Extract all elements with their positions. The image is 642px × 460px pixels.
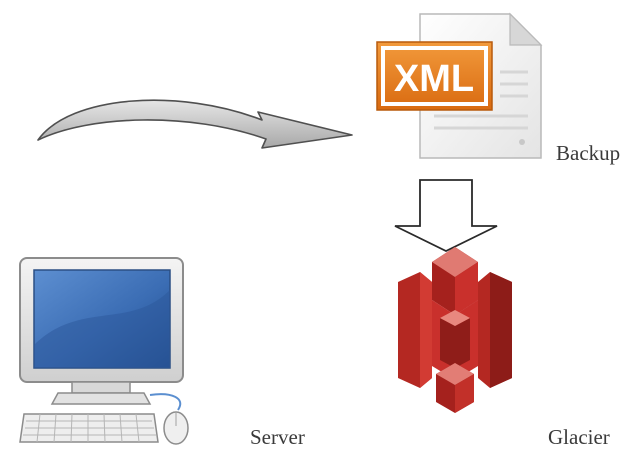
xml-document-icon: XML bbox=[376, 12, 543, 159]
backup-label: Backup bbox=[556, 141, 621, 165]
xml-badge: XML bbox=[376, 41, 493, 111]
glacier-label: Glacier bbox=[548, 425, 610, 449]
xml-badge-text: XML bbox=[394, 58, 474, 100]
down-arrow-icon bbox=[394, 179, 498, 253]
computer-icon bbox=[19, 257, 189, 445]
server-label: Server bbox=[250, 425, 305, 449]
glacier-icon bbox=[398, 247, 512, 413]
transfer-arrow-icon bbox=[37, 99, 353, 149]
